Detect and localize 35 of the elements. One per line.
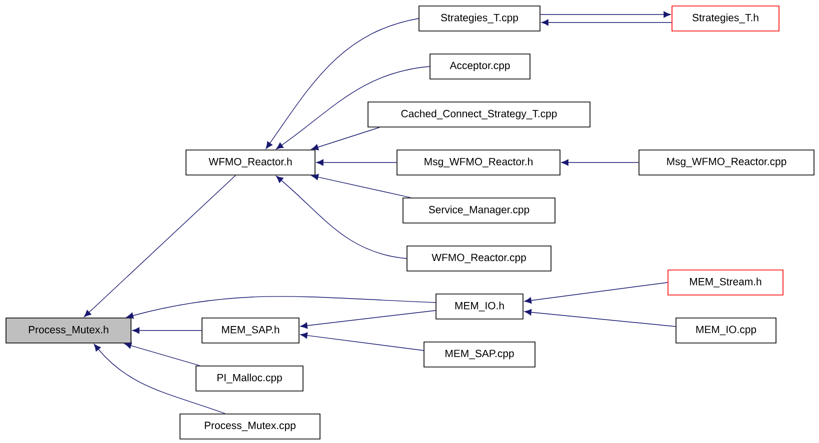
file-box: Strategies_T.cpp [418,6,540,32]
file-box: Process_Mutex.h [6,318,132,344]
file-box: WFMO_Reactor.h [186,150,316,176]
arrow [300,332,424,351]
file-box: MEM_SAP.h [202,318,300,344]
file-box: MEM_IO.h [436,294,524,320]
file-box: Msg_WFMO_Reactor.h [396,150,560,176]
arrow [126,296,436,319]
arrow [276,66,430,150]
arrow [94,344,226,414]
file-box: MEM_Stream.h [668,270,784,296]
arrow [132,327,202,334]
arrow [276,176,407,259]
arrow [311,127,380,150]
file-box: WFMO_Reactor.cpp [406,246,552,272]
file-box: Msg_WFMO_Reactor.cpp [638,150,814,176]
arrow [540,11,671,18]
arrow [524,282,668,304]
file-box: MEM_IO.cpp [676,318,776,344]
arrow [300,310,436,329]
file-box: MEM_SAP.cpp [424,342,536,368]
arrow [266,18,419,149]
file-box: Process_Mutex.cpp [180,414,320,440]
arrow [84,175,236,318]
arrow [316,159,397,166]
file-box: Acceptor.cpp [430,54,530,80]
file-box: PI_Malloc.cpp [196,366,304,392]
arrow [541,19,672,26]
file-box: Cached_Connect_Strategy_T.cpp [368,102,590,128]
arrow [561,159,639,166]
file-box: Service_Manager.cpp [402,198,556,224]
arrow [311,174,411,198]
file-box: Strategies_T.h [672,6,780,32]
arrow [124,342,200,366]
arrow [524,309,676,327]
